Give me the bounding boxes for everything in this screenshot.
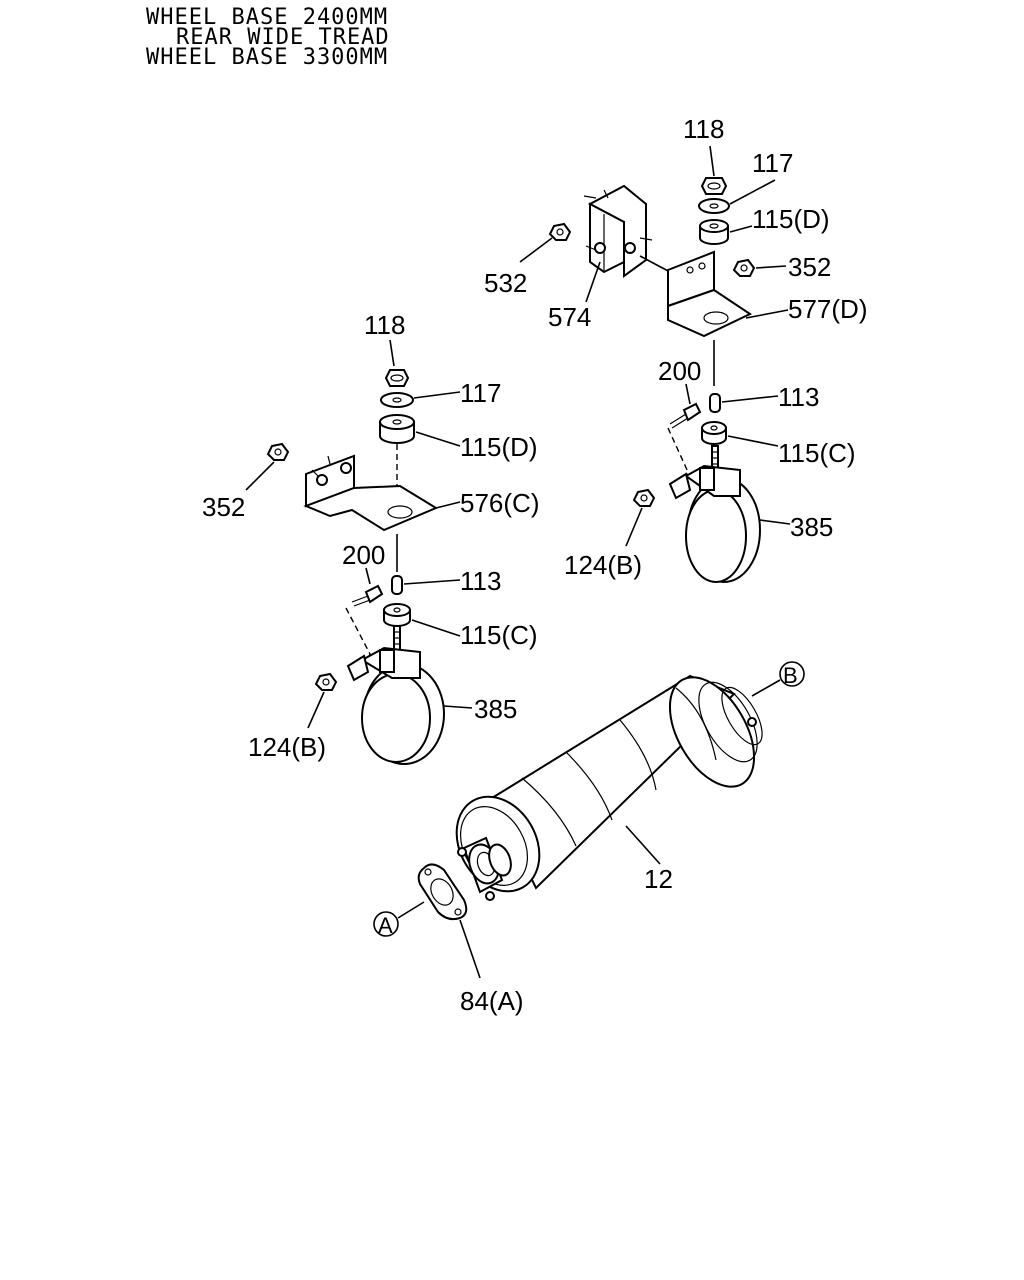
left-label-124b: 124(B)	[248, 732, 326, 762]
ref-b-circle-icon	[779, 661, 805, 687]
right-spacer-113-icon	[709, 393, 721, 413]
right-clamp-385-icon	[668, 464, 761, 583]
right-label-200: 200	[658, 356, 701, 386]
left-nut-118-icon	[384, 369, 410, 387]
left-bolt-200-icon	[351, 584, 384, 607]
right-label-118: 118	[683, 114, 724, 144]
left-label-115c: 115(C)	[460, 620, 538, 650]
left-label-352: 352	[202, 492, 245, 522]
right-bracket-577d-icon	[667, 250, 753, 338]
right-washer-117-icon	[698, 198, 730, 214]
left-nut-352-icon	[266, 442, 290, 461]
right-nut-352-icon	[732, 258, 756, 277]
header-line-1: WHEEL BASE 2400MM	[146, 5, 388, 30]
muffler-label-12: 12	[644, 864, 673, 894]
left-clamp-385-icon	[346, 646, 445, 765]
gasket-label-84a: 84(A)	[460, 986, 524, 1016]
left-washer-117-icon	[380, 392, 414, 408]
left-label-200: 200	[342, 540, 385, 570]
right-bolt-200-icon	[669, 402, 702, 429]
ref-a-circle-icon	[373, 911, 399, 937]
muffler-12-icon	[455, 674, 763, 901]
muffler-assembly: 12 B 84(A) A	[373, 661, 805, 1016]
right-label-577d: 577(D)	[788, 294, 867, 324]
left-nut-124b-icon	[314, 672, 338, 691]
left-mount-assembly: 118 117 115(D) 352	[202, 310, 539, 765]
right-rubber-115d-icon	[699, 219, 729, 245]
right-label-124b: 124(B)	[564, 550, 642, 580]
right-rubber-115c-icon	[701, 421, 727, 445]
right-label-115d: 115(D)	[752, 204, 830, 234]
muffler-ref-a: A	[378, 913, 393, 938]
right-label-352: 352	[788, 252, 831, 282]
left-rubber-115d-icon	[379, 414, 415, 444]
right-nut-532-icon	[548, 222, 572, 241]
left-label-118: 118	[364, 310, 405, 340]
left-label-113: 113	[460, 566, 501, 596]
right-bracket-574-icon	[583, 184, 653, 278]
right-nut-124b-icon	[632, 488, 656, 507]
right-label-113: 113	[778, 382, 819, 412]
left-label-576c: 576(C)	[460, 488, 539, 518]
left-rubber-115c-icon	[383, 603, 411, 627]
right-label-117: 117	[752, 148, 793, 178]
left-bracket-576c-icon	[303, 454, 439, 532]
right-nut-118-icon	[700, 177, 728, 195]
header-line-2: REAR WIDE TREAD	[176, 25, 390, 50]
muffler-ref-b: B	[783, 663, 798, 688]
right-label-385: 385	[790, 512, 833, 542]
left-label-117: 117	[460, 378, 501, 408]
header-line-3: WHEEL BASE 3300MM	[146, 45, 388, 70]
right-label-115c: 115(C)	[778, 438, 856, 468]
right-label-574: 574	[548, 302, 591, 332]
right-label-532: 532	[484, 268, 527, 298]
left-label-385: 385	[474, 694, 517, 724]
left-spacer-113-icon	[391, 575, 403, 595]
right-mount-assembly: 118 117 115(D) 532	[484, 114, 867, 583]
left-label-115d: 115(D)	[460, 432, 538, 462]
gasket-84a-icon	[417, 863, 468, 921]
